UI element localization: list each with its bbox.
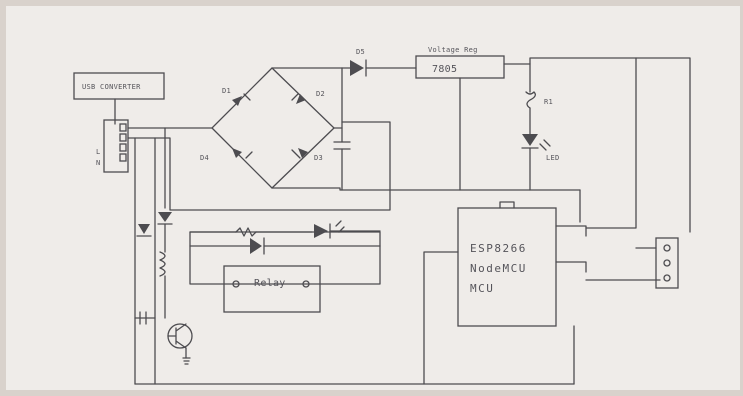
mcu-label-line-1: ESP8266 [470, 242, 527, 255]
led-label: LED [546, 154, 560, 162]
filter-capacitor [333, 67, 351, 191]
regulator-out [503, 57, 691, 233]
diode-d5-label: D5 [356, 48, 365, 56]
mcu-block: ESP8266 NodeMCU MCU [457, 201, 557, 327]
diode-d4-icon [232, 148, 242, 158]
left-diode-2 [134, 224, 156, 325]
feed-line-bottom [127, 137, 391, 211]
diode-d3-icon [298, 148, 308, 158]
diode-d5-icon [350, 60, 364, 76]
connector-label-l: L [96, 148, 101, 156]
diode-d4-label: D4 [200, 154, 209, 162]
coil-and-transistor [157, 127, 193, 365]
voltage-regulator-block: Voltage Reg 7805 [415, 46, 505, 191]
diode-d1-icon [232, 96, 242, 106]
regulator-part-label: 7805 [432, 64, 457, 75]
regulator-label: Voltage Reg [428, 46, 478, 54]
usb-converter-label: USB CONVERTER [82, 83, 141, 91]
mcu-pin-b [555, 261, 587, 273]
left-diode-2-icon [138, 224, 150, 234]
relay-led-icon [314, 224, 328, 238]
diode-d1-label: D1 [222, 87, 231, 95]
diode-d2-label: D2 [316, 90, 325, 98]
led-icon [522, 134, 538, 146]
paper-sheet [6, 6, 740, 390]
mcu-pin-a [555, 225, 587, 237]
cap-side-link [341, 121, 391, 191]
mcu-label-line-2: NodeMCU [470, 262, 527, 275]
mcu-label-line-3: MCU [470, 282, 494, 295]
output-connector [635, 237, 679, 289]
left-diode-icon [158, 212, 172, 222]
diode-d5: D5 [341, 48, 417, 77]
input-connector: L N [96, 119, 129, 173]
relay-driver-box [189, 220, 381, 285]
vcc-rail [585, 57, 637, 229]
connector-label-n: N [96, 159, 101, 167]
led-indicator: R1 LED [521, 63, 560, 191]
diode-d3-label: D3 [314, 154, 323, 162]
relay-block: Relay [223, 265, 321, 313]
diode-d2-icon [296, 94, 306, 104]
relay-label: Relay [254, 278, 286, 289]
resistor-r1-label: R1 [544, 98, 553, 106]
flyback-diode-icon [250, 238, 262, 254]
mcu-bottom-left [423, 251, 459, 385]
